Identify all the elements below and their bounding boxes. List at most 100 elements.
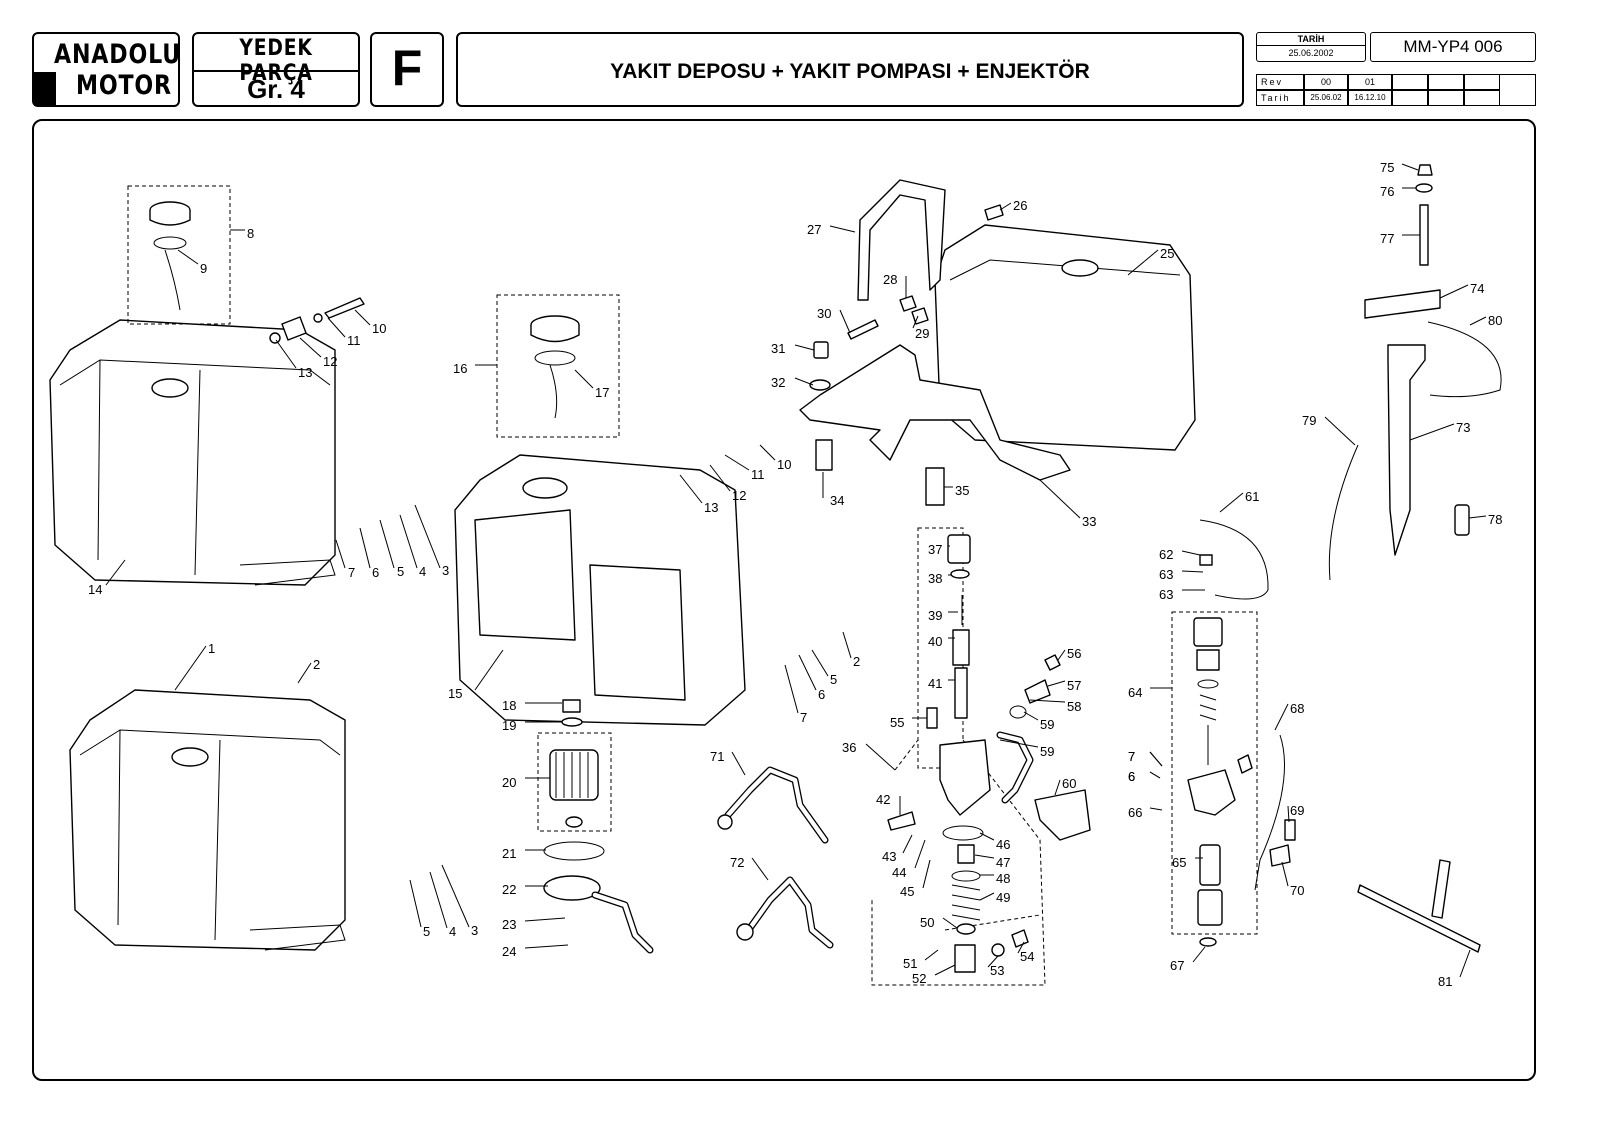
callout-2-repeat-0: 2 bbox=[853, 654, 860, 669]
callout-14: 14 bbox=[88, 582, 102, 597]
callout-5-tank15: 5 bbox=[830, 672, 837, 687]
rev-date-empty-1 bbox=[1392, 90, 1428, 106]
callout-78-leader bbox=[1468, 515, 1487, 519]
callout-29-leader bbox=[912, 315, 919, 329]
callout-18: 18 bbox=[502, 698, 516, 713]
callout-59-leader bbox=[1023, 711, 1039, 721]
callout-52: 52 bbox=[912, 971, 926, 986]
callout-34: 34 bbox=[830, 493, 844, 508]
callout-63-repeat-11: 63 bbox=[1159, 587, 1173, 602]
callout-66: 66 bbox=[1128, 805, 1142, 820]
callout-33-leader bbox=[1039, 479, 1081, 519]
callout-4-leader bbox=[399, 514, 418, 569]
rev-1: 01 bbox=[1348, 74, 1392, 90]
callout-68: 68 bbox=[1290, 701, 1304, 716]
callout-72-leader bbox=[751, 857, 769, 881]
callout-49-leader bbox=[979, 892, 995, 901]
callout-50-leader bbox=[942, 917, 958, 929]
callout-31: 31 bbox=[771, 341, 785, 356]
callout-71: 71 bbox=[710, 749, 724, 764]
date-cell: TARİH 25.06.2002 bbox=[1256, 32, 1366, 62]
page-title: YAKIT DEPOSU + YAKIT POMPASI + ENJEKTÖR bbox=[610, 60, 1090, 83]
callout-44: 44 bbox=[892, 865, 906, 880]
callout-39: 39 bbox=[928, 608, 942, 623]
callout-60: 60 bbox=[1062, 776, 1076, 791]
callout-37: 37 bbox=[928, 542, 942, 557]
callout-4-repeat-2: 4 bbox=[449, 924, 456, 939]
callout-44-leader bbox=[914, 839, 926, 869]
callout-9: 9 bbox=[200, 261, 207, 276]
callout-67-leader bbox=[1192, 946, 1206, 963]
callout-3-leader bbox=[414, 504, 441, 569]
callout-69-leader bbox=[1287, 805, 1290, 823]
callout-57-leader bbox=[1047, 680, 1066, 687]
callout-5: 5 bbox=[397, 564, 404, 579]
callout-11-leader bbox=[327, 317, 346, 338]
callout-7-tank15: 7 bbox=[800, 710, 807, 725]
callout-22: 22 bbox=[502, 882, 516, 897]
callout-35: 35 bbox=[955, 483, 969, 498]
rev-date-label: Tarih bbox=[1256, 90, 1304, 106]
callout-6-leader bbox=[359, 527, 371, 569]
callout-16: 16 bbox=[453, 361, 467, 376]
callout-43-leader bbox=[902, 834, 913, 854]
fuel-tank-25 bbox=[799, 179, 1196, 481]
callout-75: 75 bbox=[1380, 160, 1394, 175]
injection-pump-36 bbox=[871, 527, 1046, 986]
callout-81-leader bbox=[1459, 949, 1471, 978]
callout-45-leader bbox=[922, 859, 931, 889]
callout-28: 28 bbox=[883, 272, 897, 287]
callout-66-leader bbox=[1149, 807, 1163, 811]
group-box: YEDEK PARÇA Gr. 4 bbox=[192, 32, 360, 107]
callout-12: 12 bbox=[323, 354, 337, 369]
callout-46-leader bbox=[979, 832, 995, 841]
callout-77: 77 bbox=[1380, 231, 1394, 246]
callout-47: 47 bbox=[996, 855, 1010, 870]
callout-1: 1 bbox=[208, 641, 215, 656]
rev-label: Rev bbox=[1256, 74, 1304, 90]
callout-78: 78 bbox=[1488, 512, 1502, 527]
rev-date-empty-3 bbox=[1464, 90, 1500, 106]
callout-70: 70 bbox=[1290, 883, 1304, 898]
callout-80-leader bbox=[1469, 316, 1487, 326]
callout-6-tank15-leader bbox=[798, 654, 817, 691]
callout-56: 56 bbox=[1067, 646, 1081, 661]
callout-31-leader bbox=[794, 344, 815, 351]
fuel-hose-71 bbox=[717, 766, 829, 844]
callout-7-repeat-5: 7 bbox=[1128, 749, 1135, 764]
callout-17: 17 bbox=[595, 385, 609, 400]
callout-50: 50 bbox=[920, 915, 934, 930]
date-label: TARİH bbox=[1257, 33, 1365, 46]
callout-54-leader bbox=[1017, 941, 1025, 954]
callout-80: 80 bbox=[1488, 313, 1502, 328]
callout-7-tank15-leader bbox=[784, 664, 799, 714]
callout-75-leader bbox=[1401, 163, 1419, 171]
injector-64 bbox=[1171, 519, 1269, 947]
callout-27: 27 bbox=[807, 222, 821, 237]
callout-10-repeat-6: 10 bbox=[777, 457, 791, 472]
callout-3-repeat-1: 3 bbox=[471, 923, 478, 938]
callout-26-leader bbox=[999, 202, 1012, 211]
callout-24-leader bbox=[524, 944, 569, 949]
callout-6-tank15: 6 bbox=[818, 687, 825, 702]
injector-assembly-73 bbox=[1237, 164, 1502, 953]
sheet-letter: F bbox=[391, 40, 423, 96]
fittings-56-60 bbox=[996, 654, 1091, 841]
callout-21: 21 bbox=[502, 846, 516, 861]
callout-55: 55 bbox=[890, 715, 904, 730]
callout-49: 49 bbox=[996, 890, 1010, 905]
bolt-set-10 bbox=[269, 297, 365, 344]
callout-62: 62 bbox=[1159, 547, 1173, 562]
callout-10: 10 bbox=[372, 321, 386, 336]
callout-8: 8 bbox=[247, 226, 254, 241]
callout-62-leader bbox=[1181, 550, 1201, 556]
callout-51: 51 bbox=[903, 956, 917, 971]
callout-13-repeat-9-leader bbox=[679, 474, 703, 504]
callout-57: 57 bbox=[1067, 678, 1081, 693]
small-parts-28-35 bbox=[809, 204, 1004, 506]
sheet-letter-box: F bbox=[370, 32, 444, 107]
callout-29: 29 bbox=[915, 326, 929, 341]
fuel-tank-14 bbox=[49, 319, 336, 586]
callout-61-leader bbox=[1219, 492, 1244, 513]
callout-10-repeat-6-leader bbox=[759, 444, 776, 461]
